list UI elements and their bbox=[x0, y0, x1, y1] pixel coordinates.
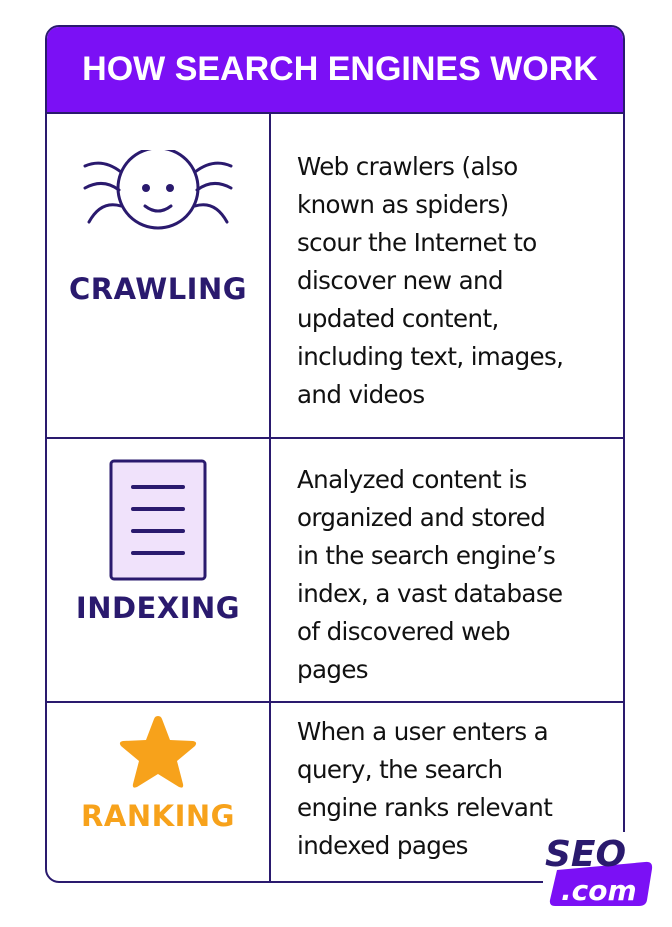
svg-text:.com: .com bbox=[561, 874, 637, 907]
step-label-cell: INDEXING bbox=[47, 439, 271, 701]
seo-com-logo: SEO .com bbox=[543, 832, 655, 908]
step-description: Analyzed content is organized and stored… bbox=[297, 465, 563, 684]
step-description-cell: Analyzed content is organized and stored… bbox=[271, 439, 623, 701]
infographic-card: HOW SEARCH ENGINES WORK CRAWLING bbox=[45, 25, 625, 883]
step-description: When a user enters a query, the search e… bbox=[297, 717, 553, 860]
step-label: CRAWLING bbox=[68, 272, 248, 306]
step-description-cell: When a user enters a query, the search e… bbox=[271, 703, 623, 881]
step-label-cell: CRAWLING bbox=[47, 112, 271, 437]
step-description-cell: Web crawlers (also known as spiders) sco… bbox=[271, 112, 623, 437]
step-description: Web crawlers (also known as spiders) sco… bbox=[297, 152, 564, 409]
step-row-crawling: CRAWLING Web crawlers (also known as spi… bbox=[47, 112, 623, 439]
step-label-cell: RANKING bbox=[47, 703, 271, 881]
step-label: RANKING bbox=[81, 799, 235, 833]
page-title: HOW SEARCH ENGINES WORK bbox=[82, 50, 598, 88]
step-row-ranking: RANKING When a user enters a query, the … bbox=[47, 703, 623, 881]
star-icon bbox=[119, 716, 197, 788]
step-row-indexing: INDEXING Analyzed content is organized a… bbox=[47, 439, 623, 703]
step-label: INDEXING bbox=[75, 591, 241, 625]
svg-text:SEO: SEO bbox=[545, 834, 626, 875]
header: HOW SEARCH ENGINES WORK bbox=[47, 27, 623, 114]
spider-icon bbox=[83, 150, 233, 230]
document-icon bbox=[109, 459, 207, 581]
